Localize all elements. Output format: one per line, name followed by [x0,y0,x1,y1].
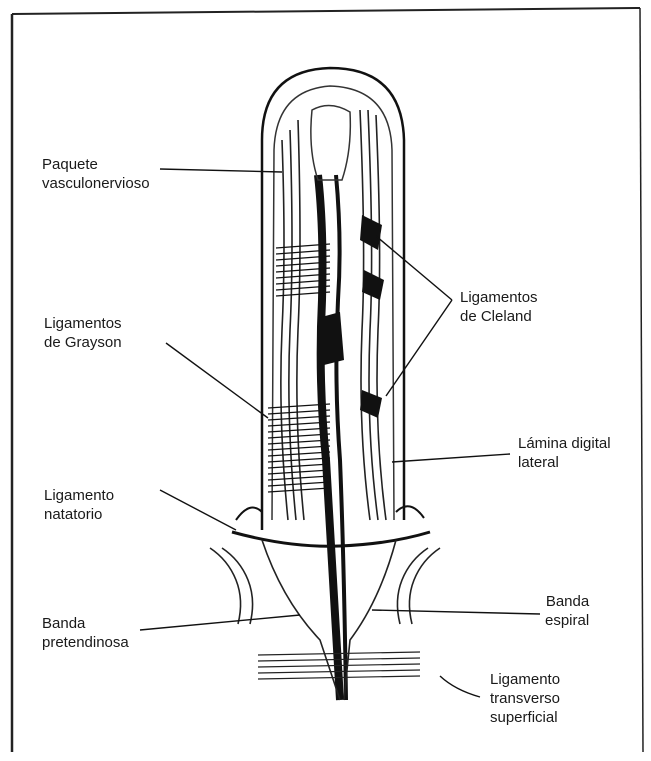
label-espiral: Banda espiral [545,592,589,630]
label-cleland: Ligamentos de Cleland [460,288,538,326]
cleland-ligaments [318,215,384,418]
label-transverso: Ligamento transverso superficial [490,670,560,727]
label-paquete: Paquete vasculonervioso [42,155,150,193]
label-lamina: Lámina digital lateral [518,434,611,472]
label-natatorio: Ligamento natatorio [44,486,114,524]
label-pretendinosa: Banda pretendinosa [42,614,129,652]
label-grayson: Ligamentos de Grayson [44,314,122,352]
